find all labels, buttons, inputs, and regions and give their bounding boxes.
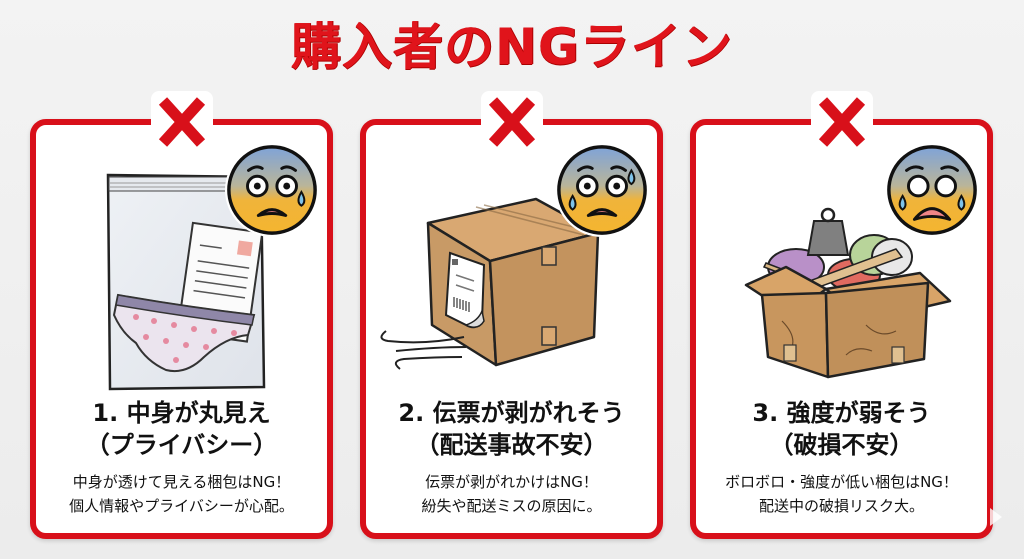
card-desc-line1: ボロボロ・強度が低い梱包はNG！: [725, 473, 958, 491]
card-description: 伝票が剥がれかけはNG！ 紛失や配送ミスの原因に。: [366, 470, 657, 518]
damaged-box-illustration: [696, 125, 987, 395]
ng-card-label: 2. 伝票が剥がれそう （配送事故不安） 伝票が剥がれかけはNG！ 紛失や配送ミ…: [360, 91, 663, 539]
next-arrow-icon: [990, 508, 1002, 526]
x-mark-icon: [810, 91, 873, 153]
card-heading: 1. 中身が丸見え （プライバシー）: [36, 397, 327, 461]
box-peeling-label-illustration: [366, 125, 657, 395]
card-heading-line1: 2. 伝票が剥がれそう: [398, 399, 625, 427]
fearful-face-icon: [883, 141, 981, 239]
ng-card-strength: 3. 強度が弱そう （破損不安） ボロボロ・強度が低い梱包はNG！ 配送中の破損…: [690, 91, 993, 539]
anxious-face-icon: [553, 141, 651, 239]
x-mark-icon: [480, 91, 543, 153]
card-heading-line2: （配送事故不安）: [415, 431, 608, 459]
card-heading: 3. 強度が弱そう （破損不安）: [696, 397, 987, 461]
card-heading-line1: 3. 強度が弱そう: [752, 399, 931, 427]
card-description: 中身が透けて見える梱包はNG！ 個人情報やプライバシーが心配。: [36, 470, 327, 518]
x-mark-icon: [150, 91, 213, 153]
transparent-bag-illustration: [36, 125, 327, 395]
card-heading: 2. 伝票が剥がれそう （配送事故不安）: [366, 397, 657, 461]
anxious-face-icon: [223, 141, 321, 239]
card-heading-line2: （破損不安）: [769, 431, 914, 459]
card-description: ボロボロ・強度が低い梱包はNG！ 配送中の破損リスク大。: [696, 470, 987, 518]
card-desc-line1: 中身が透けて見える梱包はNG！: [72, 473, 291, 491]
card-desc-line2: 配送中の破損リスク大。: [758, 497, 924, 515]
page-title: 購入者のNGライン: [291, 18, 733, 76]
card-desc-line2: 個人情報やプライバシーが心配。: [69, 497, 294, 515]
card-desc-line1: 伝票が剥がれかけはNG！: [425, 473, 598, 491]
card-desc-line2: 紛失や配送ミスの原因に。: [421, 497, 602, 515]
card-heading-line1: 1. 中身が丸見え: [92, 399, 271, 427]
ng-card-privacy: 1. 中身が丸見え （プライバシー） 中身が透けて見える梱包はNG！ 個人情報や…: [30, 91, 333, 539]
card-heading-line2: （プライバシー）: [85, 431, 278, 459]
